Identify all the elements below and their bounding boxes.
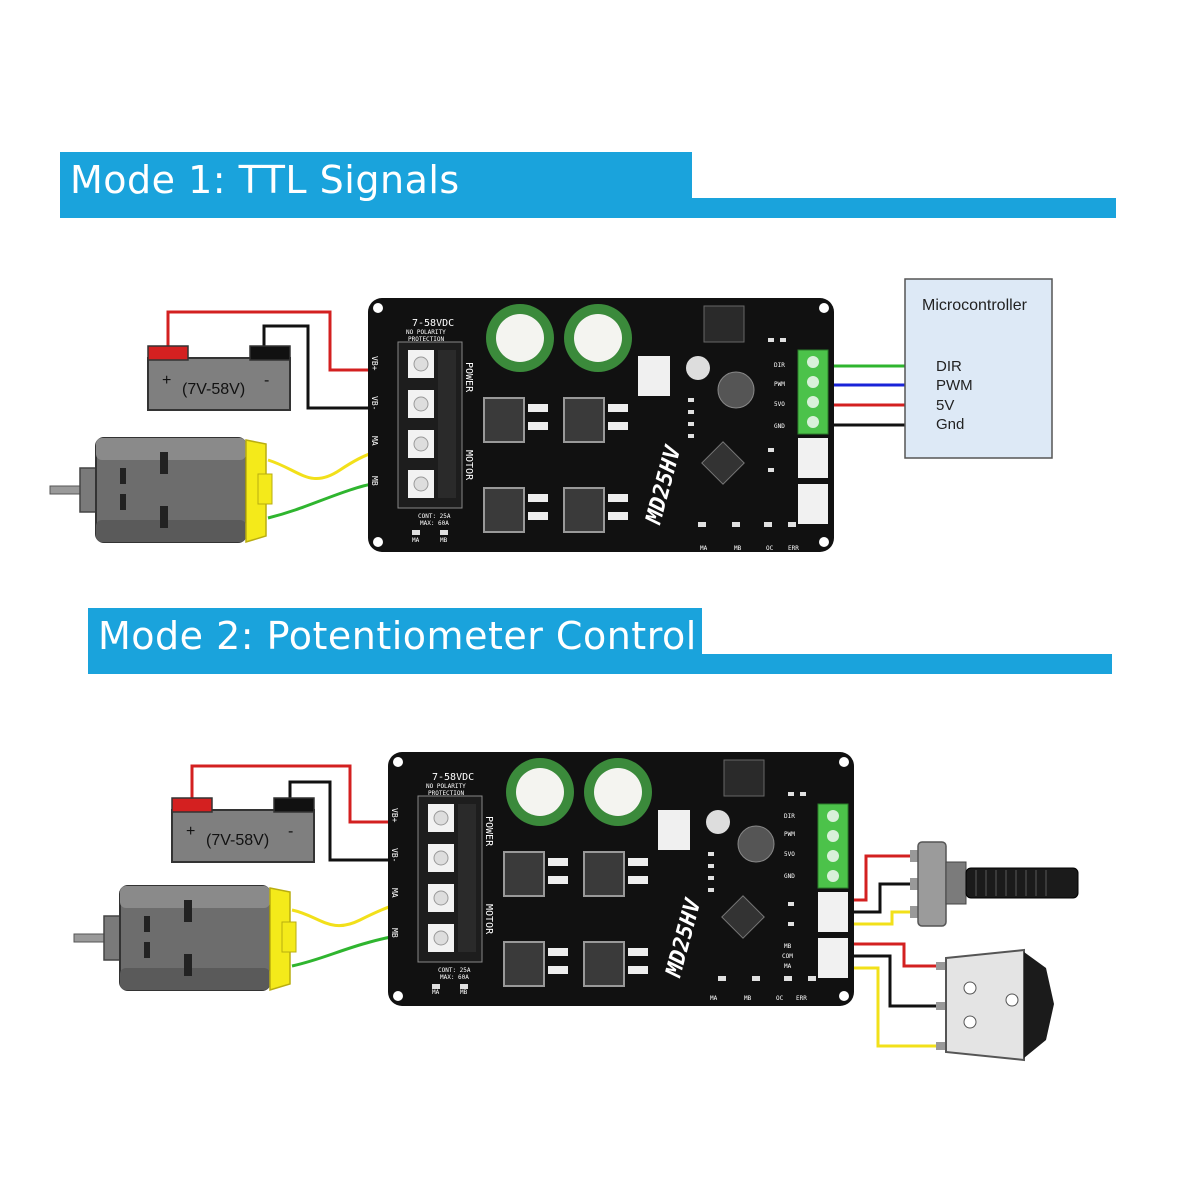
microcontroller-box: Microcontroller DIR PWM 5V Gnd xyxy=(904,278,1053,459)
board-voltage: 7-58VDC xyxy=(412,318,454,329)
term2-vbminus: VB- xyxy=(390,848,399,862)
pin2-ma: MA xyxy=(784,963,792,970)
board2-power-label: POWER xyxy=(483,816,494,847)
term2-mb: MB xyxy=(390,928,399,938)
pin2-gnd: GND xyxy=(784,873,795,880)
board2-voltage: 7-58VDC xyxy=(432,772,474,783)
board2-motor-label: MOTOR xyxy=(483,904,494,935)
board2-rating-1: CONT: 25A xyxy=(438,967,471,974)
led2-mb-2: MB xyxy=(460,989,468,996)
mode2-power-wires xyxy=(190,764,422,862)
motor-driver-board: 7-58VDC NO POLARITY PROTECTION POWER MOT… xyxy=(367,297,835,553)
led-ma-2: MA xyxy=(412,537,420,544)
battery-icon: + (7V-58V) - xyxy=(147,345,291,411)
mcu-signal-5v: 5V xyxy=(936,397,954,414)
board2-rating-2: MAX: 60A xyxy=(440,974,469,981)
mode2-switch-wires xyxy=(840,942,944,1048)
term2-ma: MA xyxy=(390,888,399,898)
mode1-section: + (7V-58V) - 7-58VDC NO POLARITY PROTECT… xyxy=(49,278,1053,553)
mode2-title: Mode 2: Potentiometer Control xyxy=(98,614,697,658)
battery-minus: - xyxy=(264,372,269,389)
board-power-label: POWER xyxy=(463,362,474,393)
pin-dir: DIR xyxy=(774,362,785,369)
dc-motor-icon xyxy=(49,437,273,543)
led-oc: OC xyxy=(766,545,774,552)
term-vbminus: VB- xyxy=(370,396,379,410)
pin-pwm: PWM xyxy=(774,381,785,388)
led2-ma-2: MA xyxy=(432,989,440,996)
battery-plus: + xyxy=(162,372,171,389)
pin2-mb: MB xyxy=(784,943,792,950)
led2-err: ERR xyxy=(796,995,807,1002)
pin2-dir: DIR xyxy=(784,813,795,820)
mode1-power-wires xyxy=(166,310,402,410)
pin2-pwm: PWM xyxy=(784,831,795,838)
pin2-com: COM xyxy=(782,953,793,960)
board-rating-1: CONT: 25A xyxy=(418,513,451,520)
pin-5v: 5VO xyxy=(774,401,785,408)
term-vbplus: VB+ xyxy=(370,356,379,371)
term2-vbplus: VB+ xyxy=(390,808,399,823)
mode1-title: Mode 1: TTL Signals xyxy=(70,158,460,202)
mode1-banner-rule xyxy=(692,198,1116,218)
rocker-switch-icon xyxy=(936,948,1054,1062)
dc-motor-icon-2 xyxy=(73,885,297,991)
board2-protection-1: NO POLARITY xyxy=(426,783,466,790)
battery2-minus: - xyxy=(288,823,293,840)
led-err: ERR xyxy=(788,545,799,552)
term-ma: MA xyxy=(370,436,379,446)
pin2-5v: 5VO xyxy=(784,851,795,858)
battery-label: (7V-58V) xyxy=(182,381,245,398)
led-mb: MB xyxy=(734,545,742,552)
mode1-banner: Mode 1: TTL Signals xyxy=(60,152,692,218)
mcu-signal-pwm: PWM xyxy=(936,377,973,394)
led-ma: MA xyxy=(700,545,708,552)
battery2-label: (7V-58V) xyxy=(206,832,269,849)
term-mb: MB xyxy=(370,476,379,486)
board2-protection-2: PROTECTION xyxy=(428,790,465,797)
led-mb-2: MB xyxy=(440,537,448,544)
board-protection-2: PROTECTION xyxy=(408,336,445,343)
board-rating-2: MAX: 60A xyxy=(420,520,449,527)
led2-ma: MA xyxy=(710,995,718,1002)
battery2-plus: + xyxy=(186,823,195,840)
pin-gnd: GND xyxy=(774,423,785,430)
battery-icon-2: + (7V-58V) - xyxy=(171,797,315,863)
potentiometer-icon xyxy=(910,841,1079,927)
mcu-signal-gnd: Gnd xyxy=(936,416,964,433)
mode2-banner-rule xyxy=(702,654,1112,674)
board-protection-1: NO POLARITY xyxy=(406,329,446,336)
led2-oc: OC xyxy=(776,995,784,1002)
led2-mb: MB xyxy=(744,995,752,1002)
board-motor-label: MOTOR xyxy=(463,450,474,481)
mode2-banner: Mode 2: Potentiometer Control xyxy=(88,608,702,674)
mcu-signal-dir: DIR xyxy=(936,358,962,375)
mcu-title: Microcontroller xyxy=(922,297,1028,314)
motor-driver-board-2: 7-58VDC NO POLARITY PROTECTION POWER MOT… xyxy=(387,751,855,1007)
mode2-section: + (7V-58V) - 7-58VDC NO POLARITY PROTECT… xyxy=(73,751,1079,1062)
